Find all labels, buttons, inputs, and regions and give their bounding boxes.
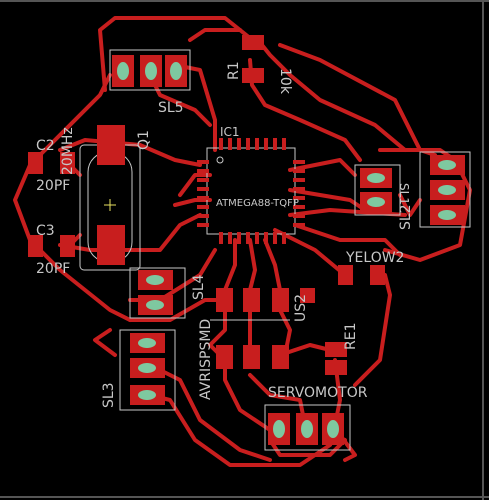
- ic1-pin: [197, 223, 209, 227]
- label-us2: US2: [293, 294, 309, 322]
- label-yelow2: YELOW2: [345, 250, 404, 266]
- label-sl3: SL3: [101, 382, 117, 408]
- ic1-pin: [237, 138, 241, 150]
- ic1-pin: [273, 232, 277, 244]
- sl2-pads: [430, 155, 465, 225]
- label-c3: C3: [36, 223, 55, 239]
- ic1-pin: [293, 205, 305, 209]
- ic1-pin: [293, 160, 305, 164]
- ic1-pins: [197, 138, 305, 244]
- sl5-outline: [109, 49, 191, 91]
- label-q1: Q1: [136, 130, 152, 150]
- ic1-pin: [197, 160, 209, 164]
- label-avrispsmd: AVRISPSMD: [198, 319, 214, 400]
- ic1-pin: [282, 138, 286, 150]
- c2-pads: [28, 152, 75, 174]
- sl4-pads: [138, 270, 173, 315]
- ic1-pin: [293, 178, 305, 182]
- label-layer: SL5 R1 10k Q1 20MHz IC1 ATMEGA88-TQFP C2…: [36, 61, 414, 408]
- ic1-pin: [197, 178, 209, 182]
- pads-layer: [28, 35, 465, 445]
- ic1-pin: [293, 187, 305, 191]
- ic1-pin: [197, 214, 209, 218]
- ic1-pin: [255, 138, 259, 150]
- ic1-pin: [197, 187, 209, 191]
- label-sl1: SL1: [397, 183, 411, 205]
- sl1-pads: [360, 168, 392, 212]
- ic1-pin: [237, 232, 241, 244]
- ic1-pin: [293, 223, 305, 227]
- yelow2-pads: [338, 265, 385, 285]
- sl3-outline: [119, 329, 176, 411]
- trace-layer: [13, 16, 472, 467]
- ic1-pin: [219, 232, 223, 244]
- ic1-pin: [293, 196, 305, 200]
- label-sl4: SL4: [191, 274, 207, 300]
- servo-pads: [268, 413, 344, 445]
- sl3-pads: [130, 333, 165, 405]
- label-c3-value: 20PF: [36, 261, 70, 277]
- ic1-pin: [293, 169, 305, 173]
- sl1-outline: [354, 164, 401, 216]
- ic1-pin: [264, 232, 268, 244]
- c3-pads: [28, 235, 75, 257]
- ic1-pin: [282, 232, 286, 244]
- sl5-pads: [112, 55, 187, 87]
- sl2-outline: [419, 151, 471, 228]
- ic1-pin: [246, 138, 250, 150]
- label-ic1: IC1: [220, 125, 240, 139]
- ic1-outline: [206, 147, 296, 235]
- re1-pads: [325, 342, 347, 375]
- r1-pads: [242, 35, 264, 83]
- ic1-pin: [219, 138, 223, 150]
- board-frame-bottom: [0, 496, 489, 498]
- ic1-pin: [228, 138, 232, 150]
- ic1-pin: [273, 138, 277, 150]
- label-r1: R1: [226, 61, 242, 80]
- board-frame-right: [482, 0, 484, 500]
- ic1-pin: [293, 214, 305, 218]
- ic1-pin: [228, 232, 232, 244]
- q1-origin-mark: [104, 199, 116, 211]
- us2-pad: [300, 288, 315, 303]
- q1-pads: [97, 125, 125, 265]
- label-c2-value: 20PF: [36, 178, 70, 194]
- ic1-pin: [197, 169, 209, 173]
- ic1-pin: [197, 196, 209, 200]
- label-q1-freq: 20MHz: [60, 127, 76, 175]
- label-mcu: ATMEGA88-TQFP: [216, 198, 299, 209]
- servo-outline: [264, 404, 351, 451]
- label-sl2: SL2: [398, 204, 414, 230]
- label-servomotor: SERVOMOTOR: [268, 385, 368, 401]
- board-frame-top: [0, 0, 489, 2]
- ic1-pin1-marker: [216, 156, 224, 164]
- label-c2: C2: [36, 138, 55, 154]
- ic1-pin: [197, 205, 209, 209]
- label-re1: RE1: [343, 323, 359, 350]
- sl4-outline: [129, 267, 186, 319]
- label-r1-value: 10k: [277, 68, 293, 95]
- avrisp-pads: [216, 288, 289, 369]
- ic1-pin: [264, 138, 268, 150]
- ic1-pin: [246, 232, 250, 244]
- label-sl5: SL5: [158, 100, 184, 116]
- ic1-pin: [255, 232, 259, 244]
